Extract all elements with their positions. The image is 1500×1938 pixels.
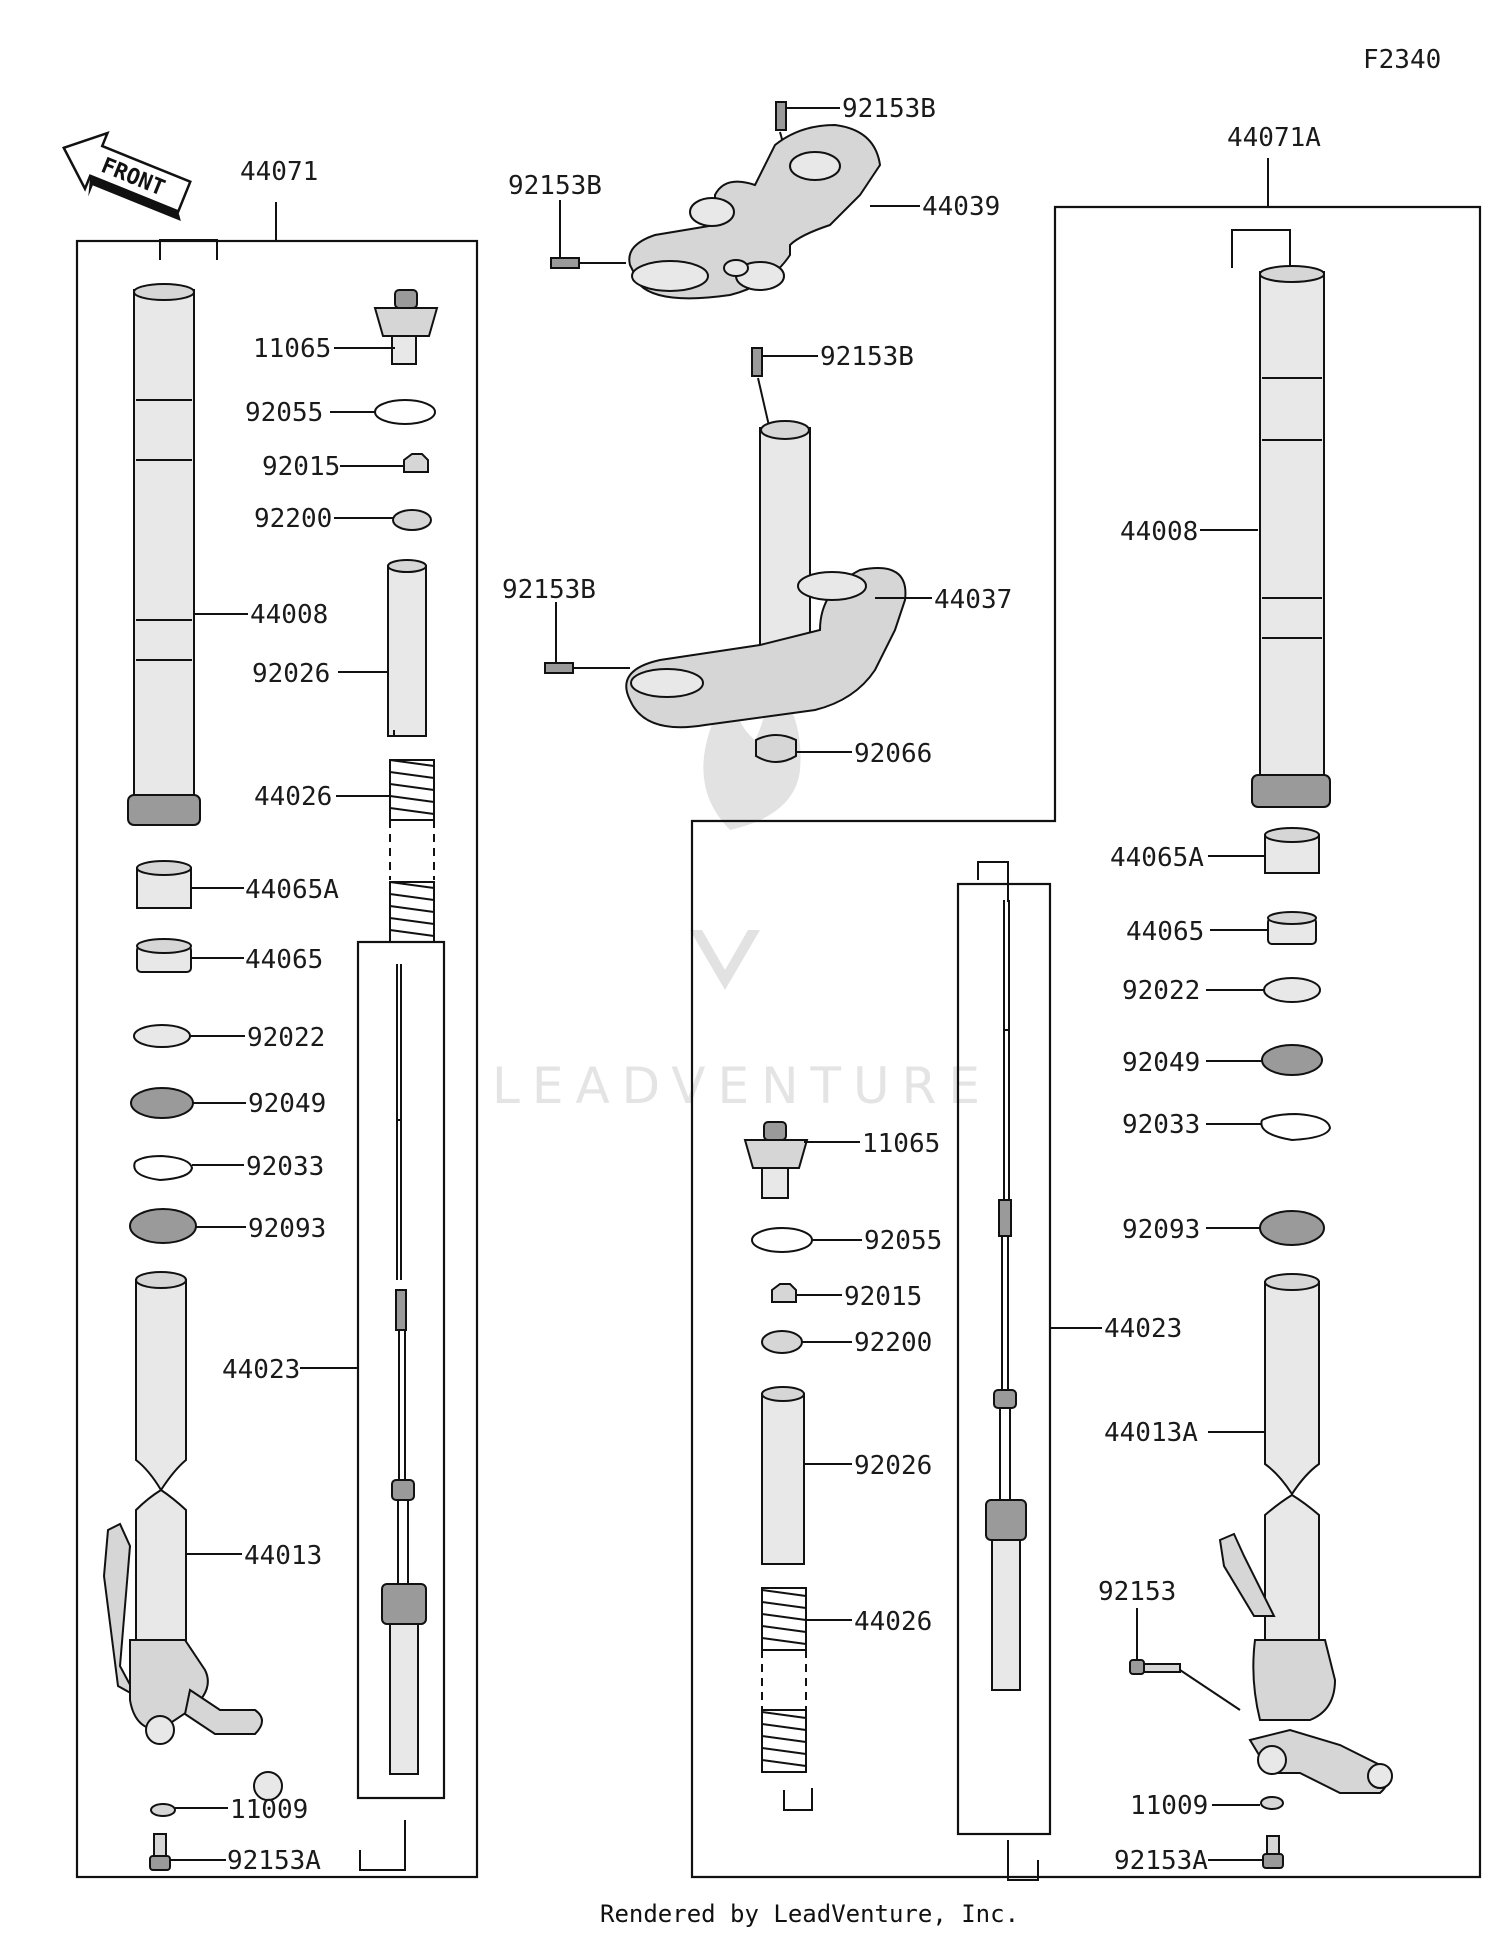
drain-bolt-right (1262, 1835, 1284, 1869)
oil-seal-right (1261, 1044, 1323, 1076)
fork-assembly-left: 44071 44008 11065 92055 92015 (75, 157, 479, 1879)
label-44023-right: 44023 (1104, 1314, 1182, 1344)
spring-left (389, 759, 435, 943)
cartridge-left (356, 940, 446, 1871)
label-92033-left: 92033 (246, 1152, 324, 1182)
washer-92022-right (1263, 977, 1321, 1003)
label-44008-left: 44008 (250, 600, 328, 630)
label-92049-right: 92049 (1122, 1048, 1200, 1078)
nut-right (771, 1283, 797, 1303)
spring-right (761, 1587, 813, 1811)
footer-credit: Rendered by LeadVenture, Inc. (600, 1900, 1019, 1928)
cap-bolt-left (373, 289, 439, 365)
label-92049-left: 92049 (248, 1089, 326, 1119)
label-44039: 44039 (922, 192, 1000, 222)
drain-bolt-left (149, 1833, 171, 1871)
label-44065-left: 44065 (245, 945, 323, 975)
oil-seal-left (130, 1087, 194, 1119)
label-92015-right: 92015 (844, 1282, 922, 1312)
label-44013A: 44013A (1104, 1418, 1198, 1448)
label-92055-right: 92055 (864, 1226, 942, 1256)
label-92153B-3: 92153B (820, 342, 914, 372)
washer-right (761, 1330, 803, 1354)
bushing-44065A-right (1264, 827, 1320, 874)
dust-cap-92066 (755, 734, 797, 763)
diagram-code: F2340 (1363, 45, 1441, 75)
front-arrow: FRONT (61, 131, 192, 222)
cartridge-right (956, 861, 1052, 1881)
dust-seal-right (1259, 1210, 1325, 1246)
label-92200-left: 92200 (254, 504, 332, 534)
label-92066: 92066 (854, 739, 932, 769)
bushing-44065A-left (136, 860, 192, 909)
label-92093-left: 92093 (248, 1214, 326, 1244)
label-11065-left: 11065 (253, 334, 331, 364)
o-ring-right (751, 1227, 813, 1253)
upper-clamp: 92153B 44039 92153B (508, 94, 1000, 300)
label-44071: 44071 (240, 157, 318, 187)
gasket-left (150, 1803, 176, 1817)
label-92022-right: 92022 (1122, 976, 1200, 1006)
o-ring-left (374, 399, 436, 425)
label-11009-left: 11009 (230, 1795, 308, 1825)
label-92153A-right: 92153A (1114, 1846, 1208, 1876)
circlip-left (133, 1154, 194, 1182)
label-92026-right: 92026 (854, 1451, 932, 1481)
outer-tube-left (127, 239, 218, 826)
label-92093-right: 92093 (1122, 1215, 1200, 1245)
label-44023-left: 44023 (222, 1355, 300, 1385)
washer-left (392, 509, 432, 531)
inner-tube-right (1218, 1273, 1393, 1794)
inner-tube-left (102, 1271, 283, 1801)
bushing-44065-left (136, 938, 192, 973)
lower-clamp: 92153B 44037 92153B 92066 (502, 342, 1012, 769)
collar-right (761, 1386, 805, 1565)
label-92153: 92153 (1098, 1577, 1176, 1607)
outer-tube-right (1231, 229, 1331, 808)
pinch-bolt-92153 (1129, 1608, 1241, 1711)
label-92153A-left: 92153A (227, 1846, 321, 1876)
washer-92022-left (133, 1024, 191, 1048)
label-44008-right: 44008 (1120, 517, 1198, 547)
label-11009-right: 11009 (1130, 1791, 1208, 1821)
label-92015-left: 92015 (262, 452, 340, 482)
gasket-right (1260, 1796, 1284, 1810)
bushing-44065-right (1267, 911, 1317, 945)
leadventure-watermark: LEADVENTURE (492, 670, 992, 1115)
fork-assembly-right: 44071A 44008 44065A 44065 92022 (690, 123, 1482, 1881)
label-44065-right: 44065 (1126, 917, 1204, 947)
label-44071A: 44071A (1227, 123, 1321, 153)
watermark-text: LEADVENTURE (492, 1057, 992, 1115)
label-44026-left: 44026 (254, 782, 332, 812)
label-92153B-4: 92153B (502, 575, 596, 605)
nut-left (403, 453, 429, 473)
circlip-right (1260, 1112, 1332, 1142)
label-11065-right: 11065 (862, 1129, 940, 1159)
label-92055-left: 92055 (245, 398, 323, 428)
cap-bolt-right (743, 1121, 809, 1199)
label-44013: 44013 (244, 1541, 322, 1571)
label-92022-left: 92022 (247, 1023, 325, 1053)
label-44037: 44037 (934, 585, 1012, 615)
dust-seal-left (129, 1208, 197, 1244)
label-44065A-right: 44065A (1110, 843, 1204, 873)
collar-left (387, 559, 427, 737)
label-44065A-left: 44065A (245, 875, 339, 905)
label-92153B-1: 92153B (842, 94, 936, 124)
label-44026-right: 44026 (854, 1607, 932, 1637)
label-92033-right: 92033 (1122, 1110, 1200, 1140)
label-92026-left: 92026 (252, 659, 330, 689)
label-92153B-2: 92153B (508, 171, 602, 201)
label-92200-right: 92200 (854, 1328, 932, 1358)
